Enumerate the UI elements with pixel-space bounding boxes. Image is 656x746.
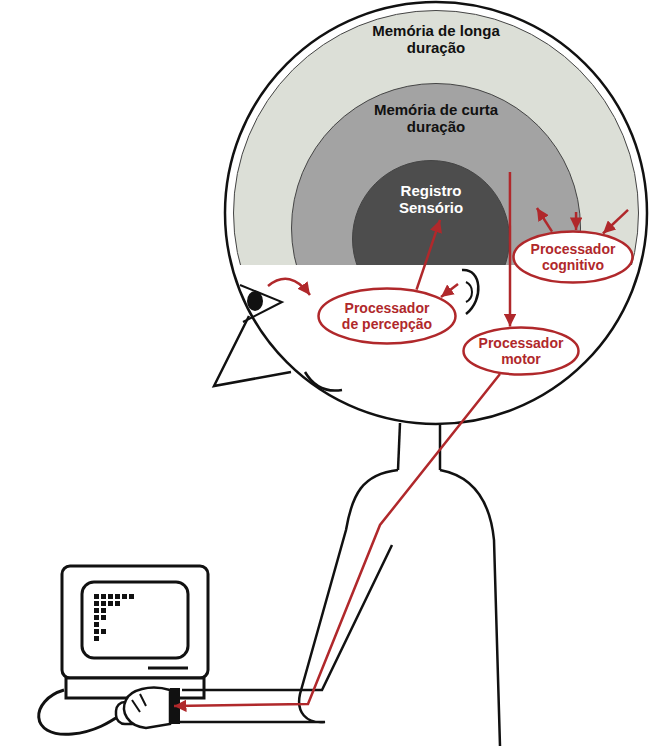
node-label: Registro Sensório <box>381 182 481 216</box>
motor-output-line <box>174 374 500 706</box>
smile <box>305 372 342 391</box>
memory-shape <box>234 11 639 266</box>
nose-outline <box>214 316 291 386</box>
computer-screen <box>82 582 188 658</box>
node-label: Memória de curta duração <box>356 101 516 135</box>
ear-input-arrow <box>441 284 458 297</box>
node-text-box: Processador motor <box>473 335 569 367</box>
node-text-box: Processador de percepção <box>339 300 435 332</box>
memory-band: Memória de longa duraçãoMemória de curta… <box>233 10 639 265</box>
arrow-connector <box>575 212 578 230</box>
screen-pixels <box>94 594 134 641</box>
arm-outline <box>180 470 398 722</box>
eye-input-arrow <box>268 279 310 295</box>
ellipse-shape <box>464 328 579 375</box>
arrow-connector <box>603 210 628 234</box>
node-label: Processador motor <box>473 335 569 367</box>
processor-ellipse: Processador cognitivo <box>512 230 634 284</box>
neck-line <box>439 424 442 470</box>
memory-shape <box>353 161 510 266</box>
head-outline <box>225 2 647 424</box>
hand <box>124 688 170 728</box>
node-label: Memória de longa duração <box>356 22 516 56</box>
node-text-box: Processador cognitivo <box>525 241 621 273</box>
arm-outline <box>182 545 392 690</box>
memory-band: Registro Sensório <box>352 160 510 265</box>
node-label: Processador cognitivo <box>525 241 621 273</box>
ear-inner <box>466 282 472 302</box>
neck-line <box>398 423 400 470</box>
processor-ellipse: Processador de percepção <box>317 287 457 345</box>
eye-lids <box>240 285 282 322</box>
arrow-connector <box>509 172 512 326</box>
node-text-box: Memória de curta duração <box>356 101 516 135</box>
wrist-cuff <box>170 688 180 724</box>
floppy-slot <box>148 667 188 670</box>
nose-fill <box>214 316 291 386</box>
processor-ellipse: Processador motor <box>462 326 580 376</box>
node-label: Processador de percepção <box>339 300 435 332</box>
finger-lines <box>132 694 146 712</box>
ear <box>462 270 478 314</box>
arrow-connector <box>537 208 552 232</box>
node-text-box: Registro Sensório <box>381 182 481 216</box>
edge-group <box>417 172 628 326</box>
torso-line <box>440 470 500 746</box>
node-text-box: Memória de longa duração <box>356 22 516 56</box>
ellipse-shape <box>514 232 633 283</box>
arrow-connector <box>417 220 440 290</box>
ellipse-shape <box>319 289 456 344</box>
computer-case <box>62 566 208 678</box>
